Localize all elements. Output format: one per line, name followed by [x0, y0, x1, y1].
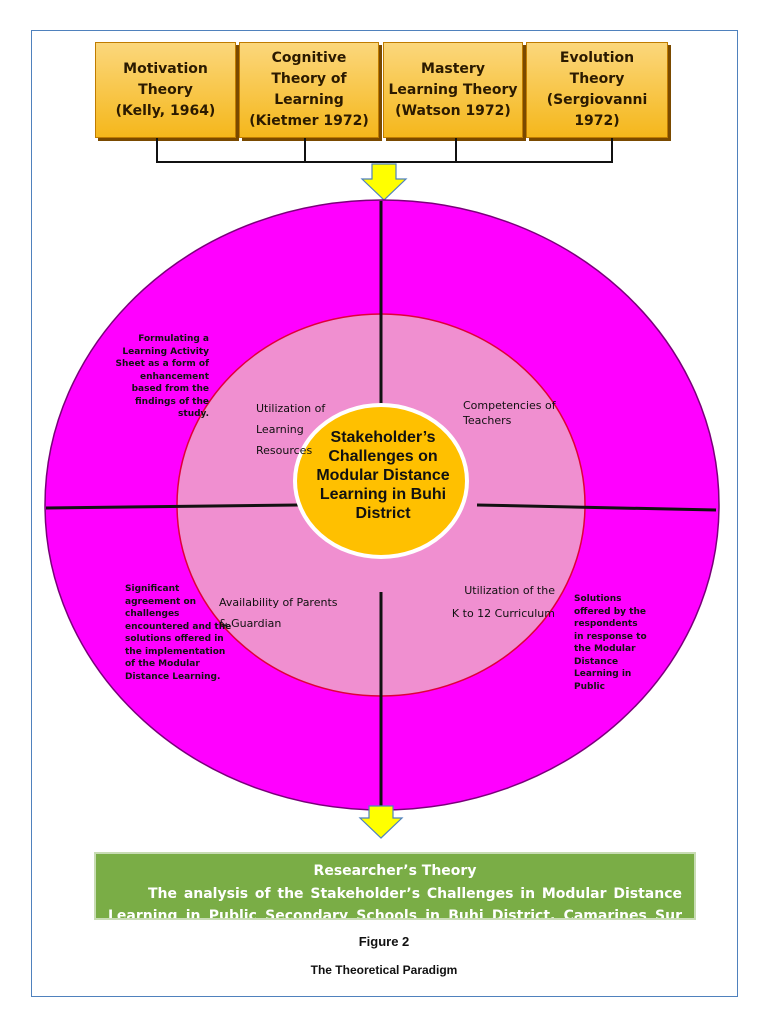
theory-label: Mastery Learning Theory (Watson 1972) — [388, 60, 518, 119]
center-title: Stakeholder’s Challenges on Modular Dist… — [316, 429, 450, 522]
inner-label-learning-resources: Utilization of Learning Resources — [256, 402, 326, 457]
theory-box-evolution: Evolution Theory (Sergiovanni 1972) — [526, 42, 668, 138]
inner-label-parents-guardian: Availability of Parents & Guardian — [219, 596, 338, 630]
center-circle — [293, 403, 469, 559]
theory-label: Evolution Theory (Sergiovanni 1972) — [546, 50, 648, 129]
theory-label: Cognitive Theory of Learning (Kietmer 19… — [249, 50, 369, 129]
arrow-down-top — [360, 163, 408, 201]
connector-bracket — [156, 138, 613, 163]
researcher-theory-body: The analysis of the Stakeholder’s Challe… — [108, 886, 682, 920]
theory-box-motivation: Motivation Theory (Kelly, 1964) — [95, 42, 236, 138]
outer-note-top-left: Formulating a Learning Activity Sheet as… — [115, 334, 209, 419]
arrow-down-bottom — [358, 805, 404, 839]
divider-left — [45, 503, 299, 510]
theory-box-cognitive: Cognitive Theory of Learning (Kietmer 19… — [239, 42, 379, 138]
divider-right — [476, 503, 717, 512]
inner-label-k12-curriculum: Utilization of the K to 12 Curriculum — [451, 584, 555, 620]
outer-note-bottom-left: Significant agreement on challenges enco… — [125, 584, 232, 682]
outer-note-bottom-right: Solutions offered by the respondents in … — [574, 594, 647, 692]
researcher-theory-title: Researcher’s Theory — [313, 863, 477, 879]
figure-caption: The Theoretical Paradigm — [310, 963, 458, 977]
theory-box-mastery: Mastery Learning Theory (Watson 1972) — [383, 42, 523, 138]
page-border — [31, 30, 738, 997]
inner-label-teacher-competencies: Competencies of Teachers — [463, 399, 556, 427]
theory-label: Motivation Theory (Kelly, 1964) — [115, 60, 216, 119]
researcher-theory-box: Researcher’s Theory The analysis of the … — [94, 852, 696, 920]
figure-number: Figure 2 — [358, 934, 410, 949]
